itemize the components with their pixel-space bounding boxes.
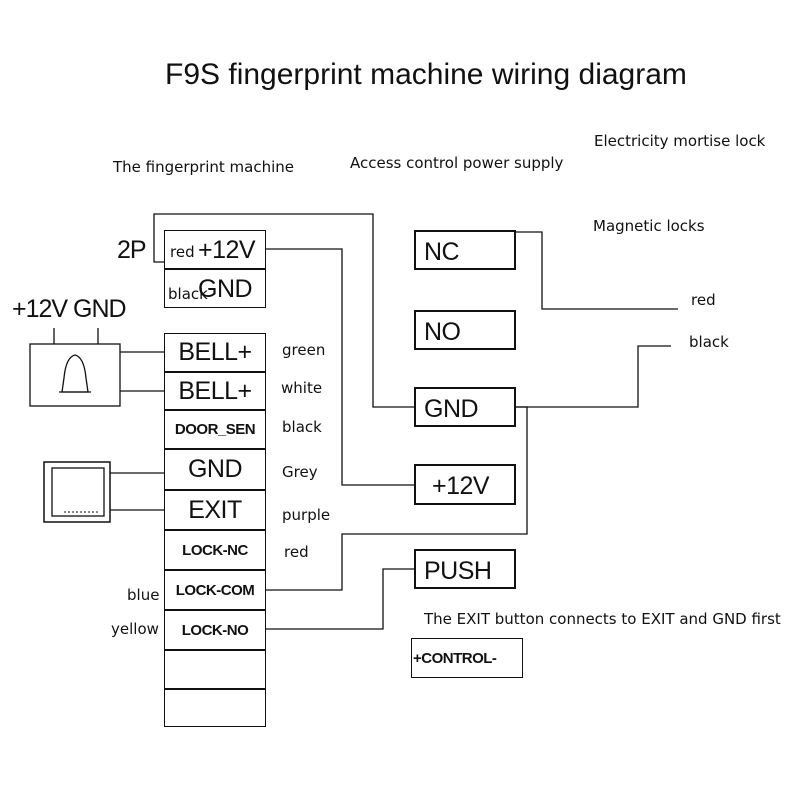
terminal-control: +CONTROL- xyxy=(411,638,523,678)
doorbell-box xyxy=(29,343,121,407)
terminal-label: GND xyxy=(424,395,479,423)
wire-nc xyxy=(514,231,678,310)
wire-color-black-door: black xyxy=(282,418,322,436)
terminal-label: +12V xyxy=(198,236,256,264)
terminal-lock-com: LOCK-COM xyxy=(164,570,266,610)
lock-wire-red: red xyxy=(691,291,716,309)
2p-label: 2P xyxy=(117,236,147,264)
wire-color-blue: blue xyxy=(127,586,160,604)
2p-terminal-12v: +12V xyxy=(164,230,266,269)
terminal-bell-2: BELL+ xyxy=(164,372,266,410)
exit-button-icon xyxy=(51,467,105,517)
terminal-label: EXIT xyxy=(188,495,242,524)
wire-color-purple: purple xyxy=(282,506,331,524)
exit-note: The EXIT button connects to EXIT and GND… xyxy=(424,610,781,628)
wire-color-green: green xyxy=(282,341,326,359)
terminal-label: +CONTROL- xyxy=(413,650,497,667)
wire-12v xyxy=(266,248,416,486)
terminal-label: NO xyxy=(424,318,461,346)
terminal-label: DOOR_SEN xyxy=(174,421,256,438)
terminal-no: NO xyxy=(414,310,516,350)
terminal-label: GND xyxy=(198,275,253,303)
2p-bracket xyxy=(153,213,416,408)
terminal-empty-2 xyxy=(164,689,266,727)
wire-color-grey: Grey xyxy=(282,463,318,481)
terminal-ps-12v: +12V xyxy=(414,464,516,505)
terminal-bell-1: BELL+ xyxy=(164,333,266,372)
power-supply-label: Access control power supply xyxy=(350,154,564,172)
terminal-gnd: GND xyxy=(164,449,266,490)
terminal-push: PUSH xyxy=(414,549,516,589)
wire-color-red-nc: red xyxy=(284,543,309,561)
magnetic-locks-label: Magnetic locks xyxy=(593,217,705,235)
terminal-label: LOCK-NO xyxy=(181,621,249,639)
terminal-label: GND xyxy=(187,455,243,483)
bell-power-label: +12V GND xyxy=(12,295,127,323)
terminal-door-sen: DOOR_SEN xyxy=(164,410,266,449)
wire-color-red: red xyxy=(170,243,195,261)
fingerprint-machine-label: The fingerprint machine xyxy=(113,158,295,176)
terminal-label: BELL+ xyxy=(178,338,252,366)
2p-terminal-gnd: GND xyxy=(164,269,266,308)
page-title: F9S fingerprint machine wiring diagram xyxy=(165,58,687,91)
wire-gnd-lock xyxy=(514,345,671,408)
terminal-label: +12V xyxy=(432,472,490,500)
terminal-label: LOCK-COM xyxy=(175,581,255,599)
wire-color-white: white xyxy=(281,379,323,397)
terminal-label: BELL+ xyxy=(178,376,252,405)
terminal-empty-1 xyxy=(164,650,266,689)
terminal-lock-nc: LOCK-NC xyxy=(164,530,266,570)
terminal-ps-gnd: GND xyxy=(414,387,516,427)
wire-gnd-com xyxy=(266,406,528,591)
wire-push xyxy=(266,568,416,630)
wire-color-yellow: yellow xyxy=(111,620,159,638)
terminal-label: NC xyxy=(424,238,460,266)
mortise-lock-label: Electricity mortise lock xyxy=(594,132,766,150)
terminal-label: LOCK-NC xyxy=(182,541,248,559)
terminal-label: PUSH xyxy=(424,557,492,585)
doorbell-icon xyxy=(59,354,91,393)
terminal-exit: EXIT xyxy=(164,490,266,530)
wire-color-black: black xyxy=(168,285,208,303)
lock-wire-black: black xyxy=(689,333,729,351)
terminal-nc: NC xyxy=(414,230,516,270)
terminal-lock-no: LOCK-NO xyxy=(164,610,266,650)
